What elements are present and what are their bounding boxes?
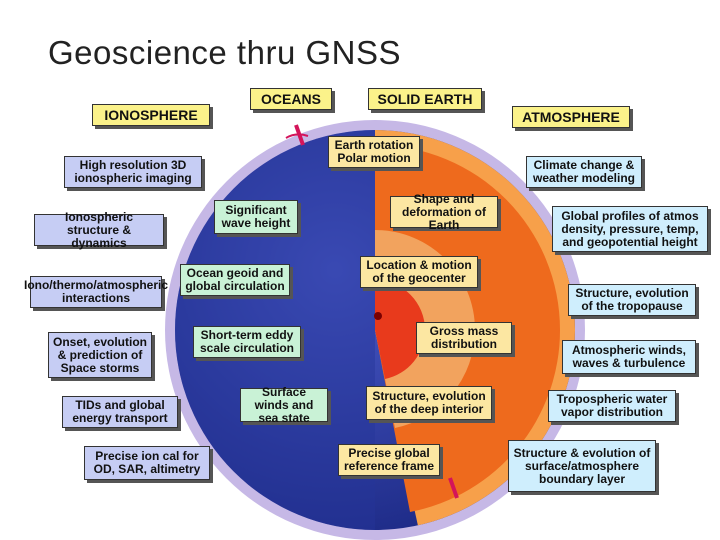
atmosphere-item: Tropospheric water vapor distribution (548, 390, 676, 422)
header-ionosphere: IONOSPHERE (92, 104, 210, 126)
atmosphere-item: Global profiles of atmos density, pressu… (552, 206, 708, 252)
ocean-item: Surface winds and sea state (240, 388, 328, 422)
solid-earth-item: Location & motion of the geocenter (360, 256, 478, 288)
ocean-item: Ocean geoid and global circulation (180, 264, 290, 296)
atmosphere-item: Structure & evolution of surface/atmosph… (508, 440, 656, 492)
solid-earth-item: Shape and deformation of Earth (390, 196, 498, 228)
iono-item: Iono/thermo/atmospheric interactions (30, 276, 162, 308)
atmosphere-item: Structure, evolution of the tropopause (568, 284, 696, 316)
iono-item: Precise ion cal for OD, SAR, altimetry (84, 446, 210, 480)
header-solid-earth: SOLID EARTH (368, 88, 482, 110)
atmosphere-item: Atmospheric winds, waves & turbulence (562, 340, 696, 374)
solid-earth-item: Earth rotation Polar motion (328, 136, 420, 168)
atmosphere-item: Climate change & weather modeling (526, 156, 642, 188)
solid-earth-item: Gross mass distribution (416, 322, 512, 354)
solid-earth-item: Precise global reference frame (338, 444, 440, 476)
header-oceans: OCEANS (250, 88, 332, 110)
iono-item: TIDs and global energy transport (62, 396, 178, 428)
iono-item: Onset, evolution & prediction of Space s… (48, 332, 152, 378)
solid-earth-item: Structure, evolution of the deep interio… (366, 386, 492, 420)
iono-item: Ionospheric structure & dynamics (34, 214, 164, 246)
ocean-item: Significant wave height (214, 200, 298, 234)
iono-item: High resolution 3D ionospheric imaging (64, 156, 202, 188)
header-atmosphere: ATMOSPHERE (512, 106, 630, 128)
geocenter-marker (374, 312, 382, 320)
ocean-item: Short-term eddy scale circulation (193, 326, 301, 358)
